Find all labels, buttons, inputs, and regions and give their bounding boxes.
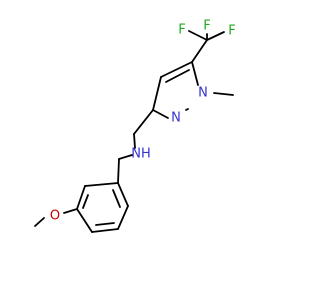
bond-c4-c5-double <box>165 69 190 83</box>
bond-ar1-ar2 <box>84 182 119 187</box>
bond-ar6-ar1 <box>117 182 129 207</box>
bond-ch2-nh <box>133 133 136 149</box>
bond-c3-c4 <box>152 76 162 111</box>
bond-ar-double-1 <box>82 194 89 209</box>
bond-n2-c3 <box>152 109 169 119</box>
bond-ar2-ar3 <box>76 185 86 210</box>
bond-n1-methyl <box>213 92 234 96</box>
bond-n1-n2 <box>185 108 189 111</box>
bond-ar-double-3 <box>112 189 121 208</box>
molecule-structure: F F F N N NH O <box>34 19 236 233</box>
bond-ar3-ar4 <box>76 208 93 233</box>
bond-o-methyl <box>34 217 45 227</box>
bond-cf3-ring <box>191 39 208 63</box>
bond-ch2-benzene <box>117 158 120 184</box>
pyrazole-n-methyl-label: N <box>198 86 208 101</box>
pyrazole-n-ring-label: N <box>171 111 181 126</box>
fluorine-left-label: F <box>178 23 185 38</box>
bond-ar-double-2 <box>95 222 115 226</box>
bond-c5-n1 <box>191 61 199 86</box>
bond-c-f-right <box>206 31 225 41</box>
bond-c3-ch2 <box>133 109 154 135</box>
bond-ar5-ar6 <box>117 205 129 230</box>
bond-nh-ch2 <box>118 154 133 160</box>
atom-label-layer: F F F N N NH O <box>50 19 236 224</box>
amine-nh-label: NH <box>131 147 151 162</box>
methoxy-oxygen-label: O <box>50 209 60 224</box>
bond-c4-c5 <box>160 61 193 78</box>
bond-ar4-ar5 <box>91 228 119 233</box>
fluorine-right-label: F <box>228 24 235 39</box>
bond-c-f-left <box>188 30 208 41</box>
bond-layer <box>34 30 234 233</box>
bond-ar-o <box>63 208 78 214</box>
fluorine-top-label: F <box>203 19 210 34</box>
